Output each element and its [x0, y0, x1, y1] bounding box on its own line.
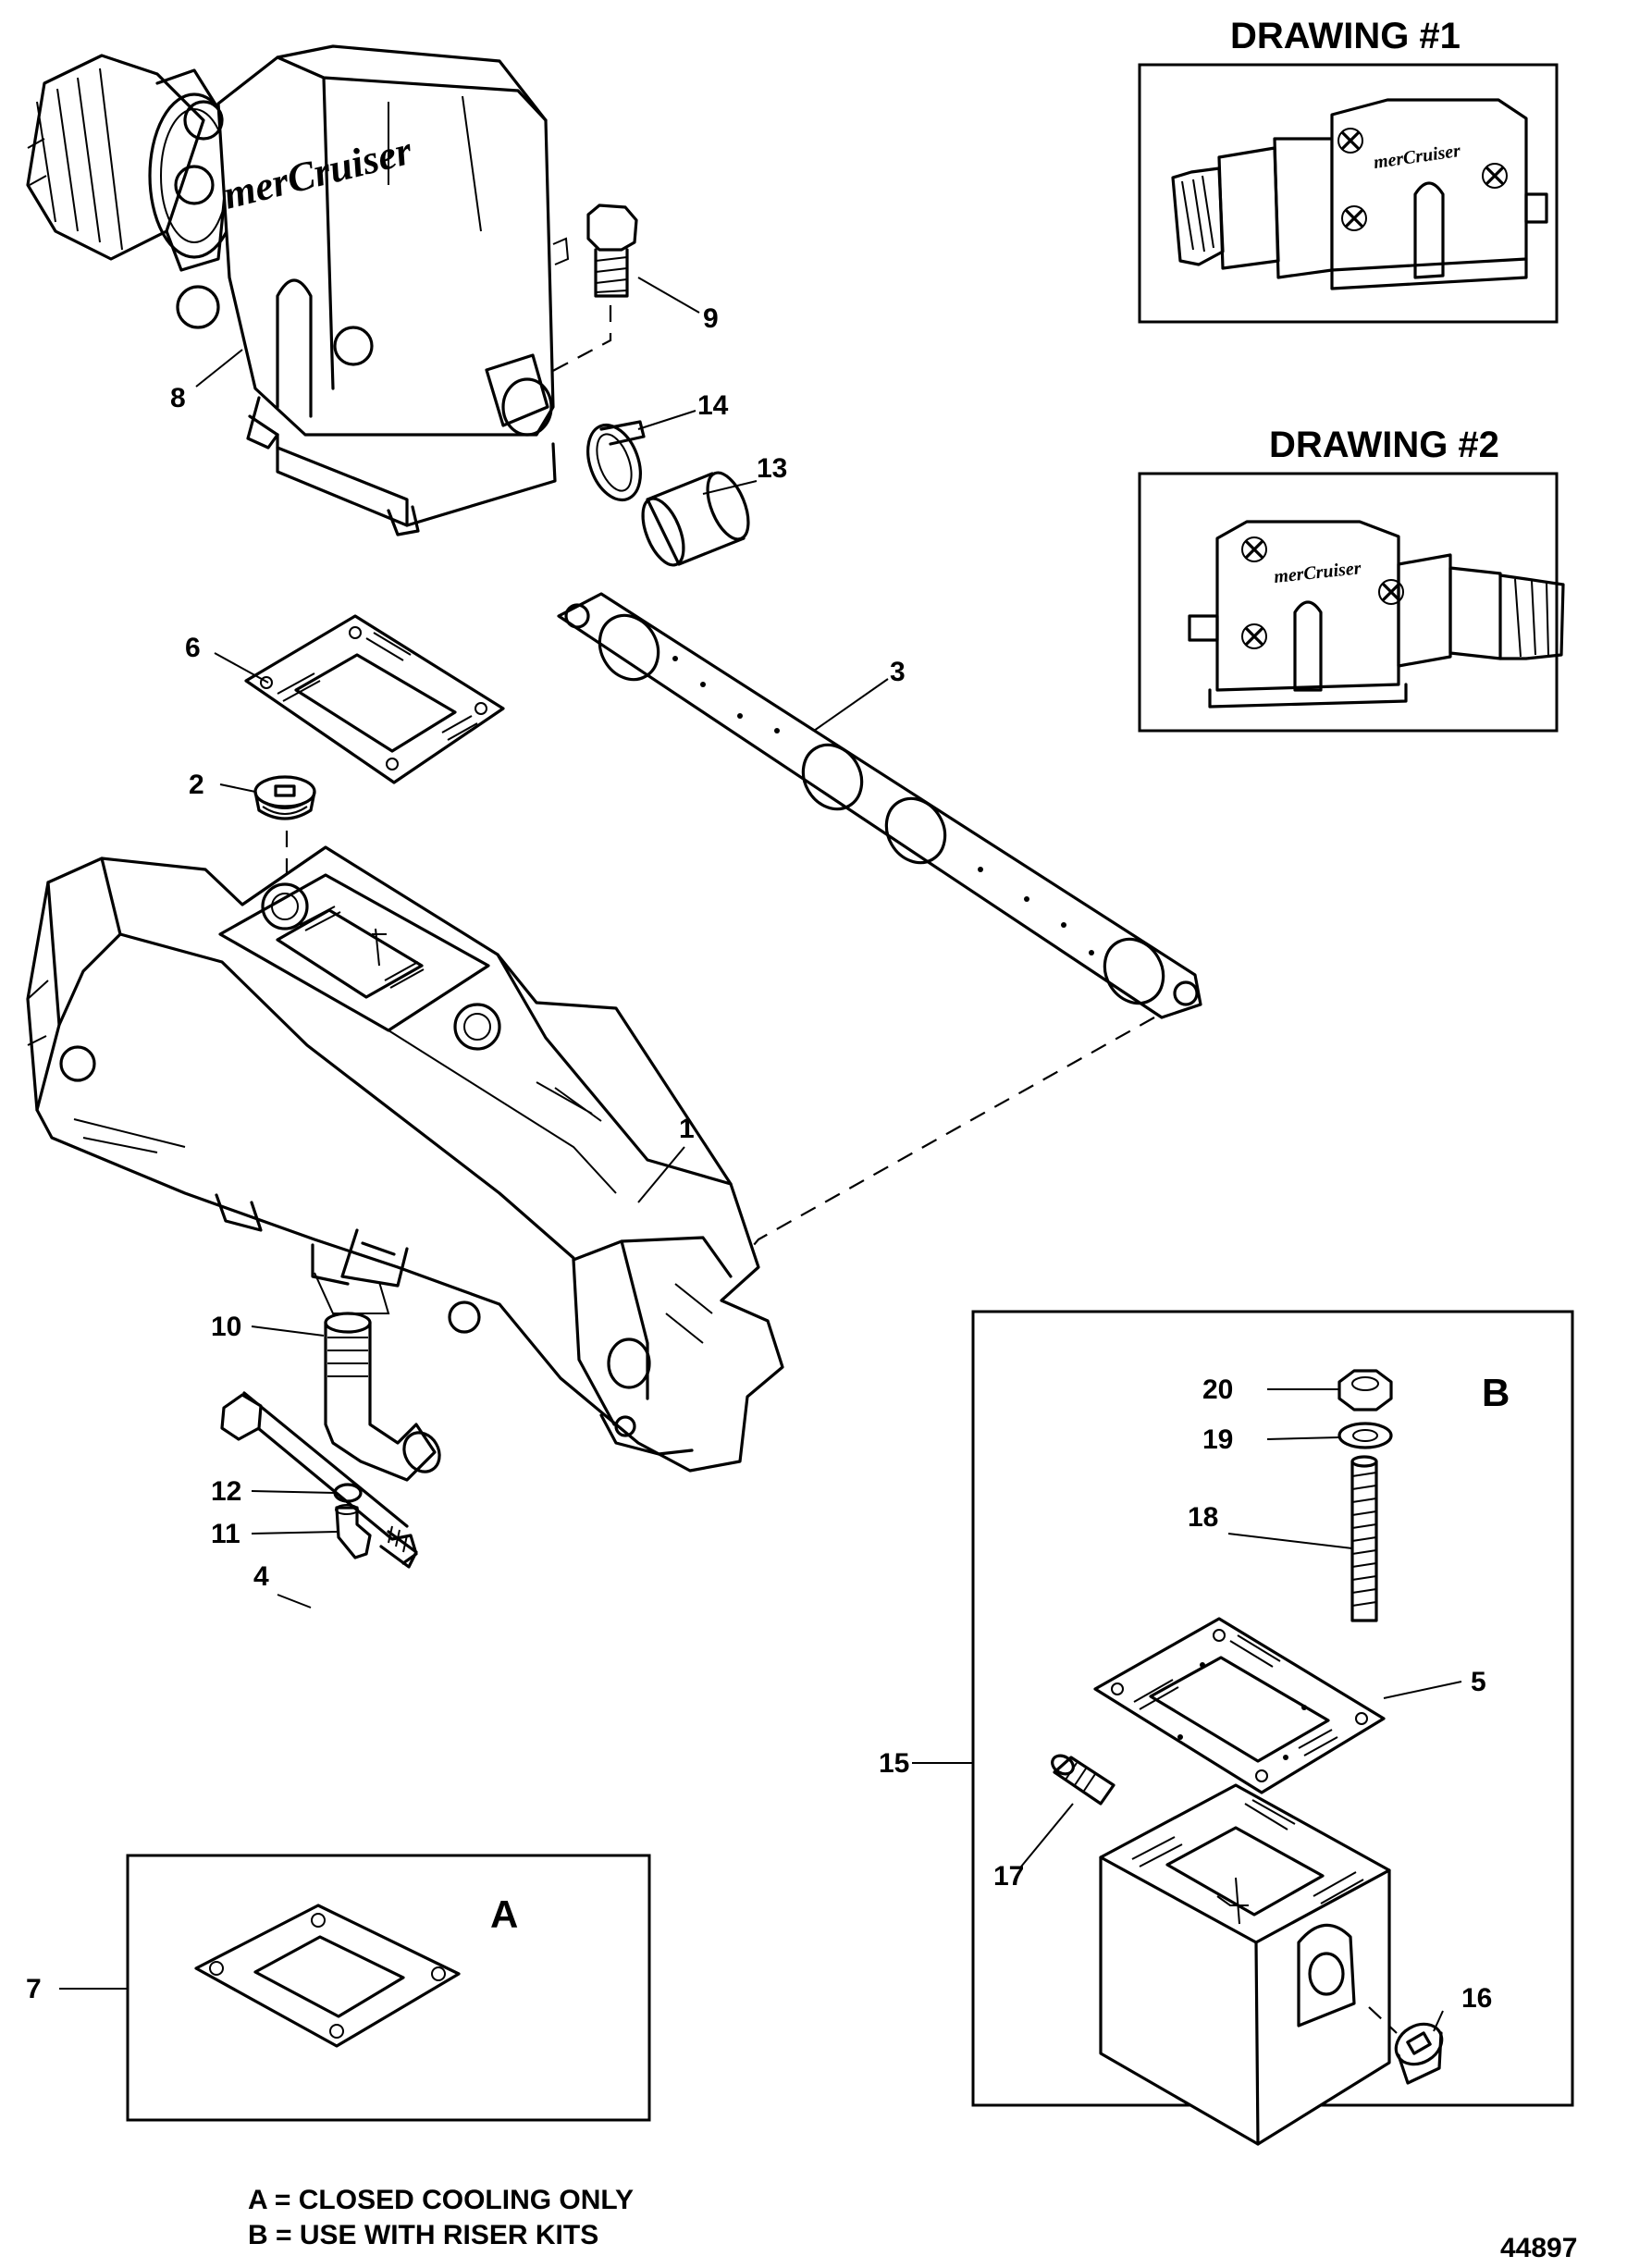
callout-7: 7 — [26, 1974, 42, 2004]
pipe-plug-part-2 — [253, 775, 316, 820]
closed-cooling-gasket-part-7 — [194, 1904, 461, 2048]
callout-5: 5 — [1471, 1667, 1486, 1697]
leader-lines — [59, 277, 1462, 2032]
box-a-letter: A — [490, 1892, 518, 1936]
callout-9: 9 — [703, 303, 719, 334]
hose-part-13 — [641, 471, 750, 567]
callout-20: 20 — [1202, 1374, 1233, 1405]
drawing-1-box — [1138, 63, 1559, 324]
nut-part-20 — [1337, 1369, 1393, 1411]
callout-19: 19 — [1202, 1424, 1233, 1455]
bolt-part-9 — [586, 203, 638, 298]
exhaust-manifold-part-1 — [26, 845, 784, 1473]
plug-16-guide-line — [1368, 2006, 1398, 2034]
riser-block-part-15 — [1099, 1783, 1391, 2146]
callout-1: 1 — [679, 1114, 695, 1144]
callout-13: 13 — [757, 453, 787, 484]
callout-18: 18 — [1188, 1502, 1218, 1533]
callout-15: 15 — [879, 1748, 909, 1779]
drawing-1-riser-view: merCruiser — [1171, 98, 1548, 290]
callout-14: 14 — [697, 390, 729, 421]
elbow-fitting-part-10 — [324, 1312, 441, 1482]
callout-4: 4 — [253, 1561, 269, 1592]
riser-gasket-part-5 — [1093, 1617, 1386, 1794]
drawing-2-title: DRAWING #2 — [1269, 425, 1499, 465]
callout-10: 10 — [211, 1312, 241, 1342]
callout-8: 8 — [170, 383, 186, 413]
exhaust-elbow-part-8: merCruiser — [26, 44, 570, 536]
drawing-2-riser-view: merCruiser — [1188, 520, 1565, 709]
stud-part-18 — [1350, 1455, 1378, 1622]
riser-gasket-part-6 — [244, 614, 505, 784]
callout-3: 3 — [890, 657, 906, 687]
long-bolt-part-4 — [220, 1391, 418, 1569]
callout-numbers: 1 2 3 4 5 6 7 8 9 10 11 12 13 14 15 16 1… — [26, 303, 1492, 2014]
drain-fitting-part-11 — [335, 1504, 372, 1559]
washer-part-19 — [1337, 1422, 1393, 1449]
note-closed-cooling: A = CLOSED COOLING ONLY — [248, 2185, 634, 2215]
callout-12: 12 — [211, 1476, 241, 1507]
gasket-3-guide-line — [610, 1017, 1155, 1416]
callout-11: 11 — [211, 1519, 240, 1549]
drawing-2-box — [1138, 472, 1559, 733]
callout-2: 2 — [189, 770, 204, 800]
bolt-9-guide-line — [547, 305, 612, 375]
callout-16: 16 — [1461, 1983, 1492, 2014]
box-b-letter: B — [1482, 1371, 1510, 1414]
manifold-gasket-part-3 — [557, 592, 1202, 1019]
pipe-plug-part-17 — [1051, 1754, 1115, 1806]
callout-17: 17 — [993, 1861, 1024, 1892]
drawing-2-x-marks — [1241, 536, 1404, 649]
drawing-1-x-marks — [1337, 128, 1508, 231]
callout-6: 6 — [185, 633, 201, 663]
note-riser-kits: B = USE WITH RISER KITS — [248, 2220, 598, 2250]
figure-number: 44897 — [1500, 2233, 1577, 2263]
hose-clamp-part-14 — [586, 420, 646, 502]
drawing-1-title: DRAWING #1 — [1230, 16, 1461, 56]
pipe-plug-part-16 — [1394, 2022, 1444, 2085]
